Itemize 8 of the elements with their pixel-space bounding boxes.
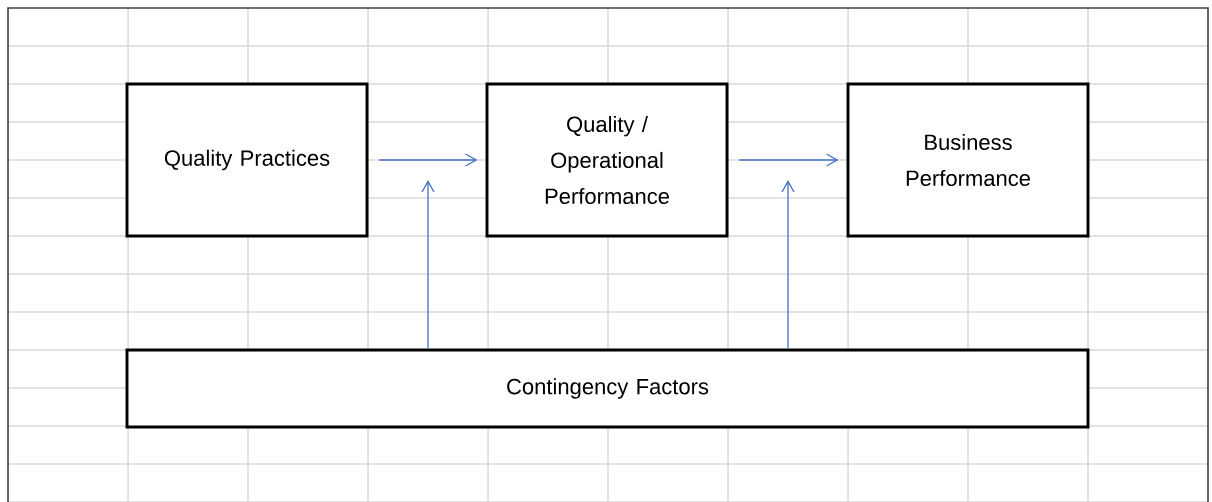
process-box: Quality Practices xyxy=(125,82,369,238)
arrow xyxy=(421,180,435,350)
process-box: Business Performance xyxy=(846,82,1090,238)
process-box: Contingency Factors xyxy=(125,348,1090,429)
arrow xyxy=(781,180,795,350)
process-box: Quality / Operational Performance xyxy=(485,82,729,238)
arrow xyxy=(378,153,478,167)
arrow xyxy=(738,153,839,167)
